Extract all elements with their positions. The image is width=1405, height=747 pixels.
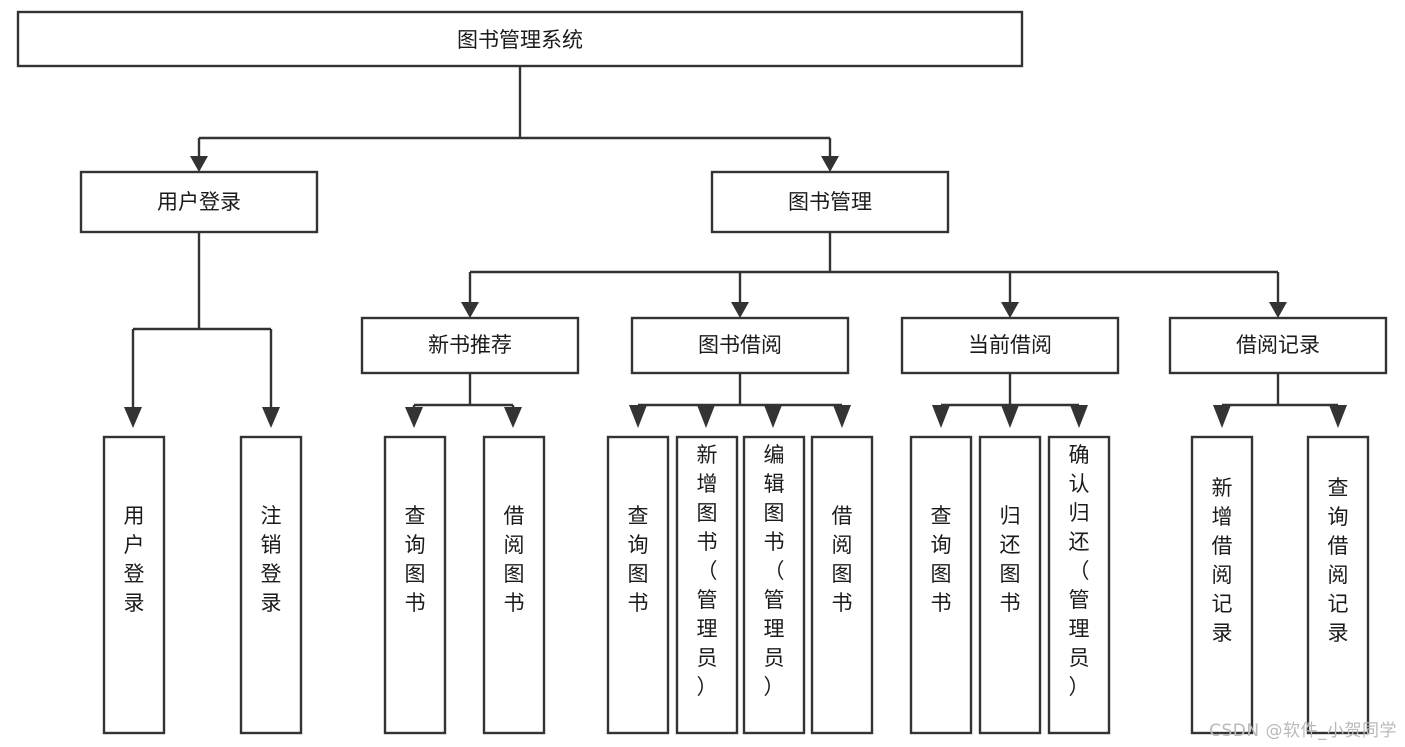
leaf-node-user-login-box[interactable]: [102, 435, 166, 735]
leaf-node-borrow-book-2[interactable]: 借阅图书: [810, 435, 874, 735]
arrow-head-newbook-leaf2: [504, 407, 522, 428]
leaf-node-query-book-1[interactable]: 查询图书: [383, 435, 447, 735]
node-root[interactable]: 图书管理系统: [16, 10, 1024, 68]
leaf-node-confirm-return-admin-box[interactable]: [1047, 435, 1111, 735]
arrow-head-borrow-leaf4: [833, 405, 851, 428]
node-new-book-recommend-box[interactable]: [360, 316, 580, 375]
node-book-management-box[interactable]: [710, 170, 950, 234]
arrow-head-user-login: [190, 156, 208, 172]
leaf-node-return-book-box[interactable]: [978, 435, 1042, 735]
node-user-login-label: 用户登录: [157, 190, 241, 214]
node-book-management-label: 图书管理: [788, 190, 872, 214]
arrow-head-borrow-leaf3: [764, 405, 782, 428]
node-current-borrow-label: 当前借阅: [968, 333, 1052, 357]
leaf-node-edit-book-admin[interactable]: 编辑图书（管理员）: [742, 435, 806, 735]
connectors-layer: [124, 66, 1347, 428]
node-current-borrow-box[interactable]: [900, 316, 1120, 375]
node-borrow-record-box[interactable]: [1168, 316, 1388, 375]
node-new-book-recommend[interactable]: 新书推荐: [360, 316, 580, 375]
arrow-head-current: [1001, 302, 1019, 318]
arrow-head-leaf-logout: [262, 407, 280, 428]
leaf-node-borrow-book-1[interactable]: 借阅图书: [482, 435, 546, 735]
arrow-head-current-leaf3: [1070, 405, 1088, 428]
node-root-box[interactable]: [16, 10, 1024, 68]
leaf-node-confirm-return-admin[interactable]: 确认归还（管理员）: [1047, 435, 1111, 735]
leaf-node-edit-book-admin-label: 编辑图书（管理员）: [764, 443, 785, 699]
leaf-node-edit-book-admin-box[interactable]: [742, 435, 806, 735]
arrow-head-borrow-leaf1: [629, 405, 647, 428]
node-current-borrow[interactable]: 当前借阅: [900, 316, 1120, 375]
arrow-head-newbook: [461, 302, 479, 318]
leaf-node-logout[interactable]: 注销登录: [239, 435, 303, 735]
node-root-label: 图书管理系统: [457, 28, 583, 52]
leaf-node-query-book-3[interactable]: 查询图书: [909, 435, 973, 735]
leaf-node-query-book-2-label: 查询图书: [628, 504, 649, 615]
watermark-text: CSDN @软件_小贺同学: [1209, 721, 1397, 741]
leaf-node-add-book-admin-label: 新增图书（管理员）: [697, 443, 718, 699]
arrow-head-record-leaf2: [1329, 405, 1347, 428]
arrow-head-book-manage: [821, 156, 839, 172]
leaf-node-borrow-book-1-box[interactable]: [482, 435, 546, 735]
node-book-management[interactable]: 图书管理: [710, 170, 950, 234]
leaf-node-borrow-book-2-box[interactable]: [810, 435, 874, 735]
leaf-node-query-book-2-box[interactable]: [606, 435, 670, 735]
arrow-head-record-leaf1: [1213, 405, 1231, 428]
leaf-node-add-book-admin-box[interactable]: [675, 435, 739, 735]
arrow-head-leaf-user-login: [124, 407, 142, 428]
arrow-head-current-leaf2: [1001, 405, 1019, 428]
leaf-node-logout-box[interactable]: [239, 435, 303, 735]
node-new-book-recommend-label: 新书推荐: [428, 333, 512, 357]
arrow-head-borrow-leaf2: [697, 405, 715, 428]
leaf-node-return-book-label: 归还图书: [1000, 504, 1021, 615]
leaf-node-borrow-book-2-label: 借阅图书: [832, 504, 853, 615]
leaf-node-borrow-book-1-label: 借阅图书: [504, 504, 525, 615]
leaf-node-user-login[interactable]: 用户登录: [102, 435, 166, 735]
leaf-node-query-book-2[interactable]: 查询图书: [606, 435, 670, 735]
leaf-node-return-book[interactable]: 归还图书: [978, 435, 1042, 735]
node-book-borrow[interactable]: 图书借阅: [630, 316, 850, 375]
node-borrow-record[interactable]: 借阅记录: [1168, 316, 1388, 375]
leaf-node-query-borrow-record[interactable]: 查询借阅记录: [1306, 435, 1370, 735]
leaf-node-query-borrow-record-label: 查询借阅记录: [1328, 476, 1349, 645]
node-book-borrow-box[interactable]: [630, 316, 850, 375]
node-user-login-box[interactable]: [79, 170, 319, 234]
arrow-head-record: [1269, 302, 1287, 318]
leaf-node-add-book-admin[interactable]: 新增图书（管理员）: [675, 435, 739, 735]
node-borrow-record-label: 借阅记录: [1236, 333, 1320, 357]
leaf-node-query-borrow-record-box[interactable]: [1306, 435, 1370, 735]
leaf-node-add-borrow-record-box[interactable]: [1190, 435, 1254, 735]
node-book-borrow-label: 图书借阅: [698, 333, 782, 357]
leaf-node-confirm-return-admin-label: 确认归还（管理员）: [1069, 443, 1090, 699]
leaf-node-add-borrow-record[interactable]: 新增借阅记录: [1190, 435, 1254, 735]
leaf-node-logout-label: 注销登录: [261, 504, 282, 615]
arrow-head-borrow: [731, 302, 749, 318]
leaf-node-query-book-3-box[interactable]: [909, 435, 973, 735]
node-user-login[interactable]: 用户登录: [79, 170, 319, 234]
leaf-node-query-book-3-label: 查询图书: [931, 504, 952, 615]
leaf-node-query-book-1-box[interactable]: [383, 435, 447, 735]
leaf-node-add-borrow-record-label: 新增借阅记录: [1212, 476, 1233, 645]
leaf-node-query-book-1-label: 查询图书: [405, 504, 426, 615]
leaf-node-user-login-label: 用户登录: [124, 504, 145, 615]
arrow-head-newbook-leaf1: [405, 407, 423, 428]
arrow-head-current-leaf1: [932, 405, 950, 428]
